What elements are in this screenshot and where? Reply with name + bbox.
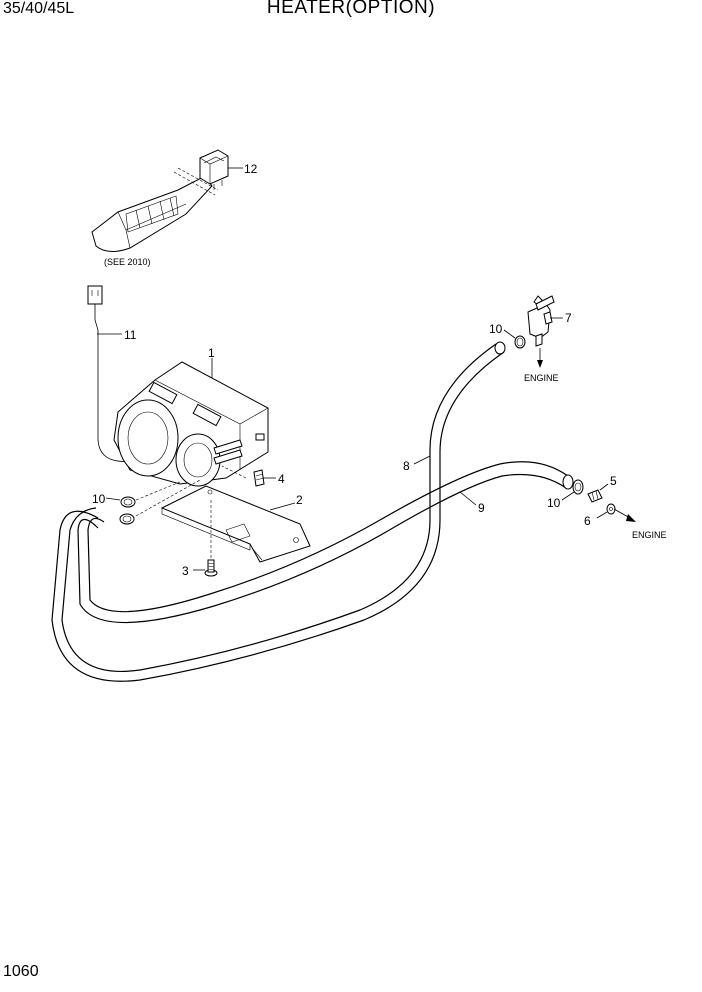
part-10-clamp-top [514, 335, 526, 349]
callout-4: 4 [278, 472, 285, 486]
callout-10-top: 10 [489, 322, 503, 336]
part-4-nipple [221, 465, 265, 487]
part-6-washer [606, 503, 616, 515]
part-2-bracket [160, 485, 311, 563]
part-9-hose [77, 461, 574, 624]
part-10-clamps-left [119, 479, 201, 525]
see-reference-note: (SEE 2010) [104, 257, 151, 267]
callout-2: 2 [296, 493, 303, 507]
callout-6: 6 [584, 514, 591, 528]
part-7-valve [527, 295, 555, 347]
part-1-heater-unit [113, 361, 269, 487]
callout-1: 1 [208, 346, 215, 360]
model-code: 35/40/45L [3, 0, 75, 17]
dashboard-panel [91, 167, 219, 252]
callout-3: 3 [182, 564, 189, 578]
callout-5: 5 [610, 474, 617, 488]
arrow-down-icon [537, 360, 543, 368]
callout-8: 8 [403, 459, 410, 473]
part-12-switch [199, 149, 229, 190]
part-8-hose [51, 341, 506, 682]
callout-9: 9 [478, 501, 485, 515]
part-3-bolt [204, 500, 218, 577]
arrow-right-icon [626, 514, 636, 522]
engine-label-right: ENGINE [632, 530, 667, 540]
engine-label-top: ENGINE [524, 373, 559, 383]
callout-10-left: 10 [92, 492, 106, 506]
callout-11: 11 [124, 328, 137, 342]
page-title: HEATER(OPTION) [266, 0, 436, 18]
page-number: 1060 [3, 963, 39, 980]
callout-12: 12 [244, 162, 258, 176]
callout-7: 7 [565, 311, 572, 325]
callout-10-right: 10 [547, 496, 561, 510]
part-5-nipple [587, 489, 603, 503]
part-10-clamp-right [572, 479, 584, 495]
